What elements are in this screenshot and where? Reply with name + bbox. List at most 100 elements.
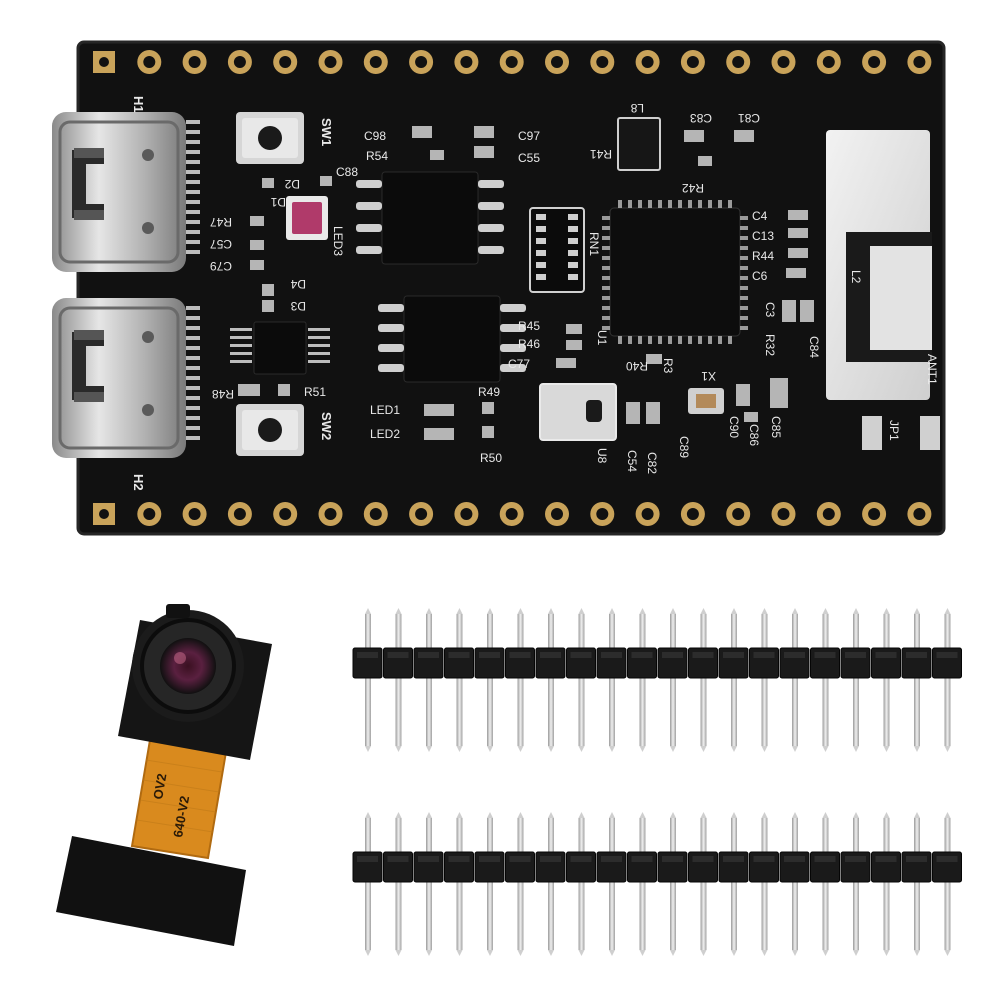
label-h2: H2 xyxy=(131,474,146,491)
label-c98: C98 xyxy=(364,129,386,143)
label-sw2: SW2 xyxy=(319,412,334,440)
camera-lens xyxy=(132,604,244,722)
label-x1: X1 xyxy=(701,369,716,383)
header-pin xyxy=(609,614,615,652)
label-c85: C85 xyxy=(769,416,783,438)
header-pin xyxy=(639,614,646,652)
label-c86: C86 xyxy=(747,424,761,446)
header-pin xyxy=(517,614,524,652)
label-u1: U1 xyxy=(595,330,609,346)
pin-header-strip-1 xyxy=(352,608,962,752)
label-c89: C89 xyxy=(677,436,691,458)
label-c3: C3 xyxy=(763,302,777,318)
header-pin xyxy=(853,818,859,856)
header-pin xyxy=(944,614,951,652)
label-r51: R51 xyxy=(304,385,326,399)
reset-button-sw1[interactable] xyxy=(236,112,304,164)
label-led3: LED3 xyxy=(331,226,345,256)
jumper-jp1 xyxy=(862,416,940,450)
label-c84: C84 xyxy=(807,336,821,358)
header-pin xyxy=(365,818,371,856)
label-d2: D2 xyxy=(284,177,300,191)
header-pin xyxy=(365,614,371,652)
pin-header-strip-2 xyxy=(352,812,962,956)
camera-flex-text-2: 640-V2 xyxy=(170,795,192,839)
usb-uart-chip xyxy=(230,321,330,375)
header-pin xyxy=(456,614,463,652)
mcu-chip xyxy=(602,200,748,344)
camera-flex-text-1: OV2 xyxy=(150,772,169,800)
label-c13: C13 xyxy=(752,229,774,243)
header-pin xyxy=(731,614,737,652)
boot-button-sw2[interactable] xyxy=(236,404,304,456)
label-c57: C57 xyxy=(210,237,232,251)
antenna-ant1 xyxy=(826,130,932,400)
label-c97: C97 xyxy=(518,129,540,143)
crystal-x1 xyxy=(688,388,724,414)
label-d3: D3 xyxy=(290,299,306,313)
label-r3: R3 xyxy=(661,358,675,374)
label-c77: C77 xyxy=(508,357,530,371)
header-pin xyxy=(670,818,676,856)
flash-chip xyxy=(356,171,504,265)
label-l8: L8 xyxy=(630,101,644,115)
header-pin xyxy=(792,614,798,652)
inductor-l8 xyxy=(617,117,661,171)
header-pin xyxy=(853,614,859,652)
header-pin xyxy=(700,818,707,856)
label-r54: R54 xyxy=(366,149,388,163)
label-l2: L2 xyxy=(849,270,863,284)
label-r48: R48 xyxy=(212,387,234,401)
sensor-u8 xyxy=(539,383,617,441)
psram-chip xyxy=(378,295,526,383)
label-r44: R44 xyxy=(752,249,774,263)
label-d4: D4 xyxy=(290,277,306,291)
header-pin xyxy=(670,614,676,652)
label-jp1: JP1 xyxy=(887,420,901,441)
label-led1: LED1 xyxy=(370,403,400,417)
label-d1: D1 xyxy=(270,195,286,209)
silkscreen-labels: H1 H2 SW1 SW2 C98 R54 C88 C97 C55 L8 R41… xyxy=(131,96,939,491)
header-pin xyxy=(578,818,585,856)
label-c82: C82 xyxy=(645,452,659,474)
resistor-network-rn1 xyxy=(529,207,585,293)
label-r40: R40 xyxy=(626,359,648,373)
passive-components xyxy=(238,126,814,440)
header-pin xyxy=(761,614,768,652)
header-pin xyxy=(548,818,554,856)
label-u8: U8 xyxy=(595,448,609,464)
label-c88: C88 xyxy=(336,165,358,179)
usb-c-port-1[interactable] xyxy=(52,112,200,272)
rgb-led xyxy=(286,196,328,240)
label-ant1: ANT1 xyxy=(925,354,939,385)
header-pin xyxy=(609,818,615,856)
header-pin xyxy=(914,614,920,652)
label-c83: C83 xyxy=(690,111,712,125)
label-c54: C54 xyxy=(625,450,639,472)
label-r45: R45 xyxy=(518,319,540,333)
bottom-header-pads xyxy=(93,502,932,526)
header-pin xyxy=(822,818,829,856)
header-pin xyxy=(395,818,402,856)
label-r32: R32 xyxy=(763,334,777,356)
header-pin xyxy=(792,818,798,856)
label-c79: C79 xyxy=(210,259,232,273)
usb-c-port-2[interactable] xyxy=(52,298,200,458)
header-pin xyxy=(639,818,646,856)
header-pin xyxy=(944,818,951,856)
label-r47: R47 xyxy=(210,215,232,229)
camera-module: OV2 640-V2 xyxy=(56,604,272,946)
header-pin xyxy=(883,818,890,856)
label-r49: R49 xyxy=(478,385,500,399)
header-pin xyxy=(548,614,554,652)
header-pin xyxy=(456,818,463,856)
pcb-body xyxy=(78,42,944,534)
label-c90: C90 xyxy=(727,416,741,438)
header-pin xyxy=(761,818,768,856)
header-pin xyxy=(822,614,829,652)
label-c81: C81 xyxy=(738,111,760,125)
camera-flex-cable xyxy=(132,740,226,858)
label-c6: C6 xyxy=(752,269,768,283)
header-pin xyxy=(426,614,432,652)
